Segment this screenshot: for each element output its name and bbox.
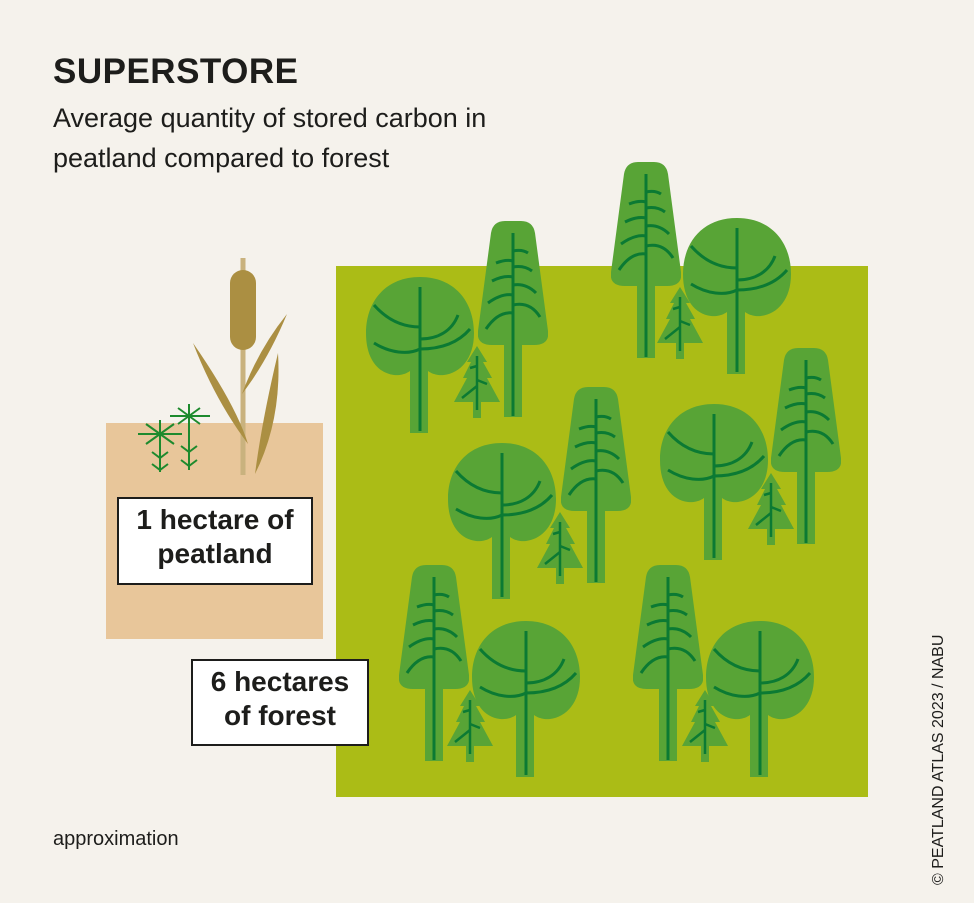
- credit: © PEATLAND ATLAS 2023 / NABU: [930, 634, 947, 885]
- forest-label: 6 hectares of forest: [191, 659, 369, 746]
- title: SUPERSTORE: [53, 52, 299, 91]
- peatland-label: 1 hectare of peatland: [117, 497, 313, 585]
- reed-plant: [193, 258, 287, 475]
- subtitle: Average quantity of stored carbon in pea…: [53, 103, 487, 173]
- approximation-note: approximation: [53, 828, 179, 850]
- moss-plants: [138, 404, 210, 472]
